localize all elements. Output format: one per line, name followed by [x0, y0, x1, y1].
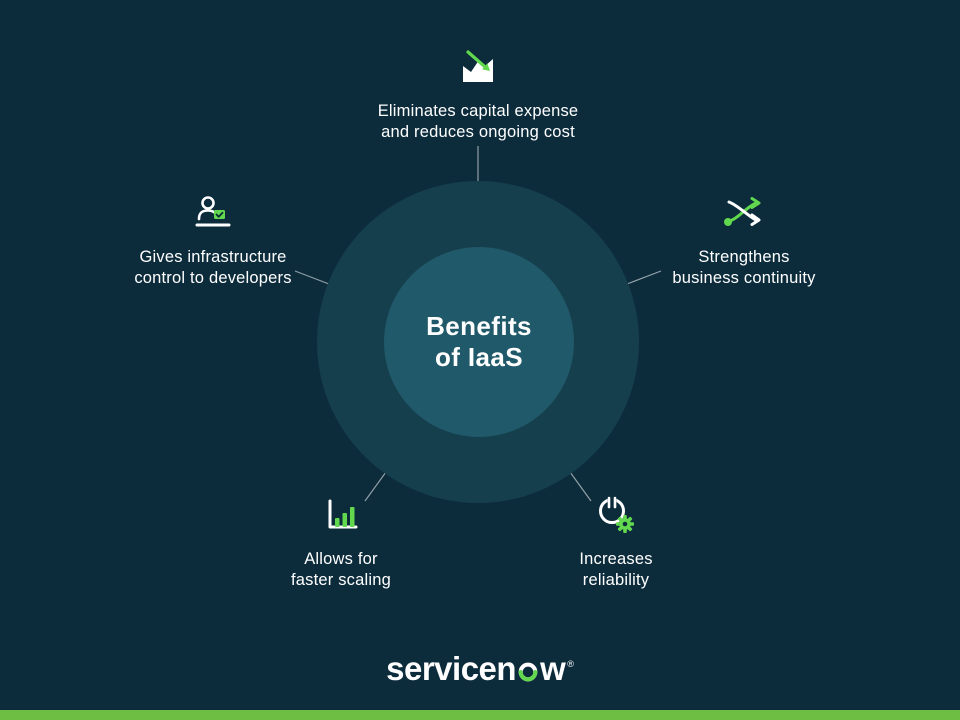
benefit-label-line1: Increases: [579, 550, 653, 568]
center-title-line2: of IaaS: [434, 342, 524, 372]
bar-chart-icon: [321, 492, 361, 536]
benefit-label-line2: control to developers: [134, 269, 292, 287]
connector-line-left: [294, 270, 330, 285]
benefit-item-strengthens-business-continuity: Strengthens business continuity: [614, 190, 874, 289]
registered-trademark: ®: [567, 659, 574, 669]
benefit-label: Gives infrastructure control to develope…: [134, 247, 291, 289]
benefit-item-eliminates-capital-expense: Eliminates capital expense and reduces o…: [318, 44, 638, 143]
center-title: Benefits of IaaS: [426, 311, 532, 373]
benefit-label: Increases reliability: [579, 549, 652, 591]
benefit-label-line2: business continuity: [672, 269, 816, 287]
crossing-arrows-icon: [721, 190, 767, 234]
benefit-item-increases-reliability: Increases reliability: [496, 492, 736, 591]
logo-o-mark-icon: [517, 661, 539, 683]
developer-at-laptop-icon: [191, 190, 235, 234]
bottom-accent-bar: [0, 710, 960, 720]
connector-line-bottom-left: [364, 471, 387, 502]
logo-text-prefix: servicen: [386, 650, 517, 687]
servicenow-logo: servicen w®: [0, 646, 960, 687]
connector-line-right: [626, 270, 662, 285]
benefit-label-line2: reliability: [582, 571, 650, 589]
benefit-item-gives-infrastructure-control: Gives infrastructure control to develope…: [83, 190, 343, 289]
logo-text-suffix: w: [540, 650, 566, 687]
benefit-label: Eliminates capital expense and reduces o…: [378, 101, 579, 143]
benefit-label-line1: Gives infrastructure: [139, 248, 287, 266]
benefit-label-line1: Eliminates capital expense: [377, 102, 579, 120]
benefit-label-line2: and reduces ongoing cost: [381, 123, 575, 141]
connector-line-bottom-right: [569, 471, 592, 502]
benefit-item-allows-faster-scaling: Allows for faster scaling: [221, 492, 461, 591]
center-title-line1: Benefits: [426, 311, 532, 341]
declining-cost-chart-icon: [456, 44, 500, 88]
benefit-label-line1: Allows for: [304, 550, 378, 568]
benefit-label: Strengthens business continuity: [672, 247, 815, 289]
benefit-label-line2: faster scaling: [290, 571, 391, 589]
inner-circle: Benefits of IaaS: [384, 247, 574, 437]
wrench-gear-icon: [593, 492, 639, 536]
benefit-label: Allows for faster scaling: [291, 549, 391, 591]
benefit-label-line1: Strengthens: [698, 248, 790, 266]
